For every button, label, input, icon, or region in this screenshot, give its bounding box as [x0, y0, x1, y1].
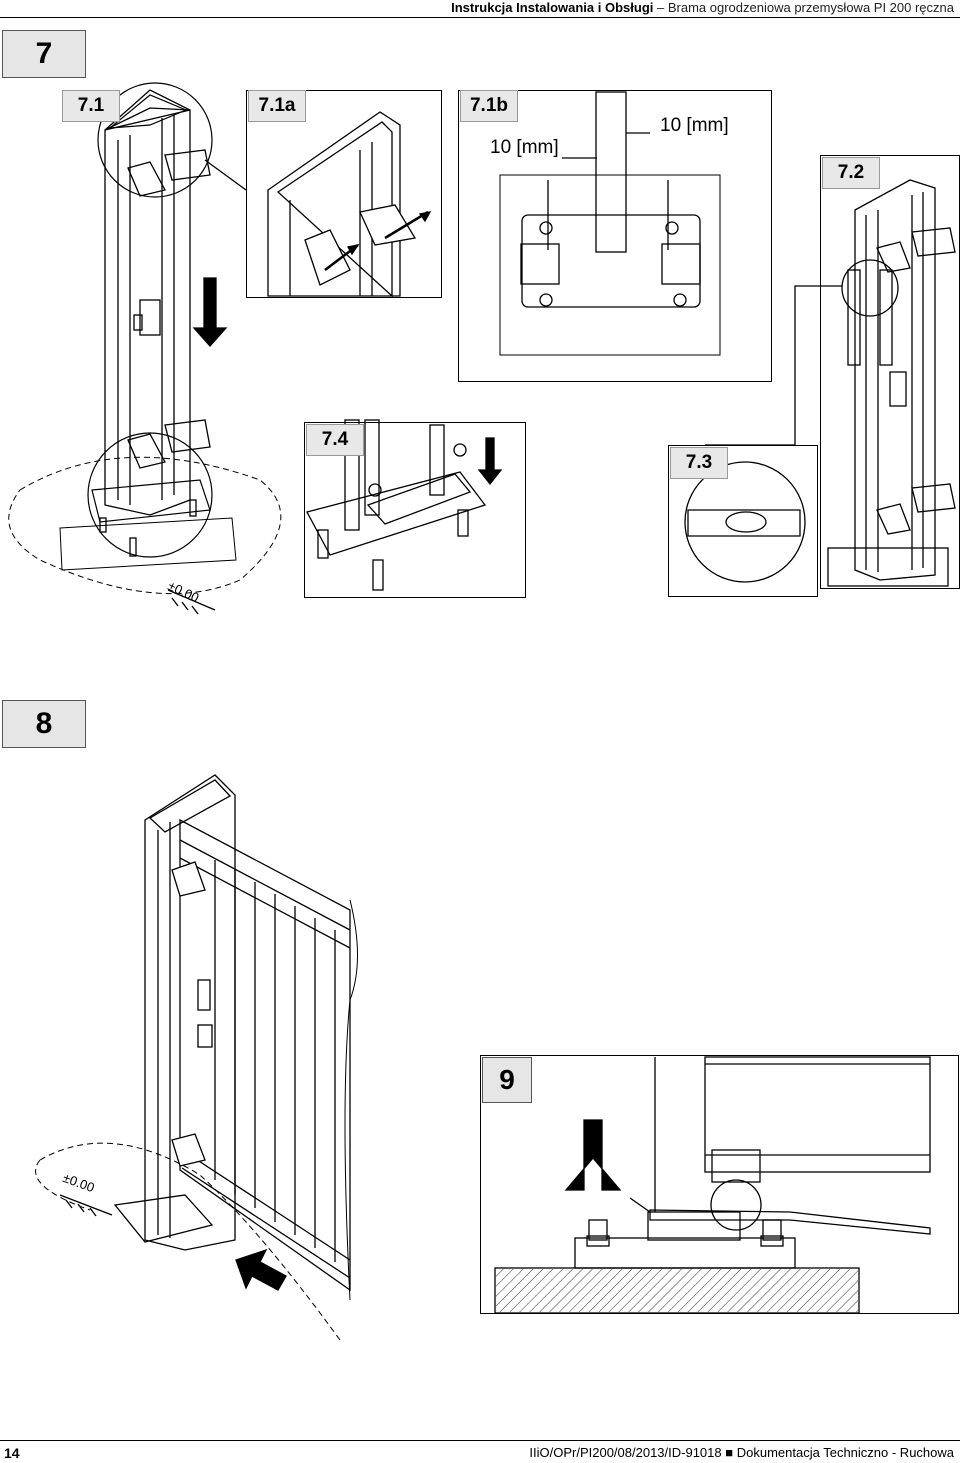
- panel-7-1b: [458, 90, 772, 382]
- panel-7-3-text: 7.3: [685, 452, 713, 473]
- step-9-number: 9: [499, 1064, 515, 1095]
- footer-rule: [0, 1440, 960, 1441]
- doc-type: Dokumentacja Techniczno - Ruchowa: [736, 1445, 954, 1460]
- panel-7-1a-text: 7.1a: [258, 95, 296, 116]
- panel-7-4-label: 7.4: [306, 424, 364, 456]
- panel-7-2: [820, 155, 960, 589]
- step-9-label: 9: [482, 1057, 532, 1103]
- panel-7-1a: [246, 90, 442, 298]
- header-subtitle: Brama ogrodzeniowa przemysłowa PI 200 rę…: [667, 0, 954, 15]
- page-header: Instrukcja Instalowania i Obsługi – Bram…: [451, 0, 954, 15]
- panel-9: [480, 1055, 959, 1314]
- post-7-1-drawing: [8, 82, 282, 615]
- roller-step-9-drawing: [494, 1056, 931, 1314]
- panel-7-2-text: 7.2: [837, 162, 865, 183]
- panel-7-3: [668, 445, 818, 597]
- panel-7-2-label: 7.2: [822, 157, 880, 189]
- panel-7-1b-label: 7.1b: [460, 90, 518, 122]
- panel-7-1a-label: 7.1a: [248, 90, 306, 122]
- page-number: 14: [4, 1445, 20, 1461]
- step-8-label: 8: [2, 700, 86, 748]
- doc-code: IIiO/OPr/PI200/08/2013/ID-91018: [529, 1445, 722, 1460]
- panel-7-1-text: 7.1: [77, 95, 105, 116]
- detail-7-1a-drawing: [267, 111, 432, 298]
- step-7-label: 7: [2, 30, 86, 78]
- detail-7-4-base-drawing: [306, 419, 503, 591]
- dimension-right: 10 [mm]: [660, 115, 729, 136]
- detail-7-3-level-drawing: [684, 461, 806, 583]
- header-title: Instrukcja Instalowania i Obsługi: [451, 0, 654, 15]
- panel-7-1-label: 7.1: [62, 90, 120, 122]
- panel-7-4: [304, 422, 526, 598]
- header-separator: –: [653, 0, 668, 15]
- detail-7-1b-drawing: [499, 91, 721, 356]
- step-7-number: 7: [35, 37, 53, 70]
- panel-7-4-text: 7.4: [321, 429, 349, 450]
- panel-7-3-label: 7.3: [670, 447, 728, 479]
- dimension-left: 10 [mm]: [490, 137, 559, 158]
- footer-doc-info: IIiO/OPr/PI200/08/2013/ID-91018 ■ Dokume…: [529, 1445, 954, 1460]
- gate-step-8-drawing: [35, 774, 358, 1341]
- panel-7-1b-text: 7.1b: [469, 95, 509, 116]
- foundation-hatch: [496, 1269, 858, 1312]
- header-rule: [0, 17, 960, 18]
- step-8-number: 8: [35, 707, 53, 740]
- footer-bullet: ■: [725, 1445, 734, 1460]
